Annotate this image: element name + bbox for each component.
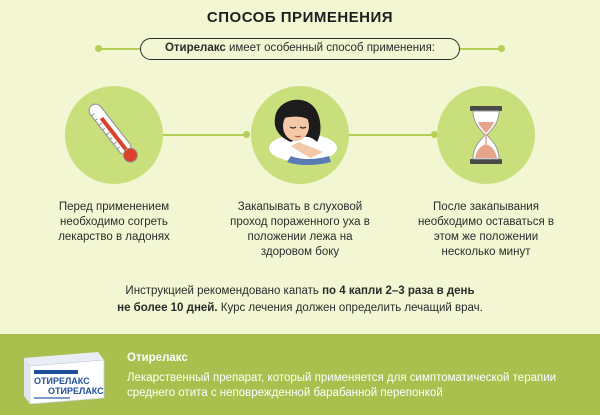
thermometer-icon bbox=[88, 103, 138, 163]
instruction-dosage: по 4 капли 2–3 раза в день bbox=[322, 285, 475, 297]
product-package-image: ОТИРЕЛАКС ОТИРЕЛАКС bbox=[18, 346, 108, 409]
svg-text:ОТИРЕЛАКС: ОТИРЕЛАКС bbox=[48, 386, 104, 396]
instruction-duration: не более 10 дней. bbox=[117, 302, 218, 314]
step-1-text: Перед применением необходимо согреть лек… bbox=[58, 201, 170, 243]
instruction-text: Инструкцией рекомендовано капать по 4 ка… bbox=[60, 283, 540, 317]
step-3-text: После закапывания необходимо оставаться … bbox=[417, 201, 555, 258]
connector-2-dot bbox=[431, 131, 438, 138]
intro-dot-left bbox=[95, 45, 102, 52]
connector-1-dot bbox=[243, 131, 250, 138]
intro-line-right bbox=[459, 48, 501, 50]
sleeping-woman-icon bbox=[269, 99, 337, 165]
intro-text: имеет особенный способ применения: bbox=[225, 42, 435, 54]
connector-2 bbox=[349, 134, 437, 136]
step-2-circle bbox=[251, 86, 349, 184]
intro-dot-right bbox=[498, 45, 505, 52]
page-title: СПОСОБ ПРИМЕНЕНИЯ bbox=[206, 9, 394, 26]
instruction-part1: Инструкцией рекомендовано капать bbox=[125, 285, 323, 297]
intro-banner: Отирелакс имеет особенный способ примене… bbox=[95, 38, 505, 60]
footer-product-name: Отирелакс bbox=[127, 352, 188, 364]
instruction-part2: Курс лечения должен определить лечащий в… bbox=[217, 302, 483, 314]
step-1-circle bbox=[65, 86, 163, 184]
svg-text:ОТИРЕЛАКС: ОТИРЕЛАКС bbox=[34, 376, 90, 386]
intro-brand: Отирелакс bbox=[164, 42, 226, 54]
intro-line-left bbox=[99, 48, 141, 50]
product-footer: ОТИРЕЛАКС ОТИРЕЛАКС Отирелакс Лекарствен… bbox=[0, 334, 600, 415]
hourglass-icon bbox=[470, 106, 502, 164]
footer-product-description: Лекарственный препарат, который применяе… bbox=[127, 372, 557, 399]
connector-1 bbox=[163, 134, 248, 136]
intro-pill: Отирелакс имеет особенный способ примене… bbox=[140, 38, 460, 60]
step-2-text: Закапывать в слуховой проход пораженного… bbox=[230, 201, 370, 258]
step-3-circle bbox=[437, 86, 535, 184]
